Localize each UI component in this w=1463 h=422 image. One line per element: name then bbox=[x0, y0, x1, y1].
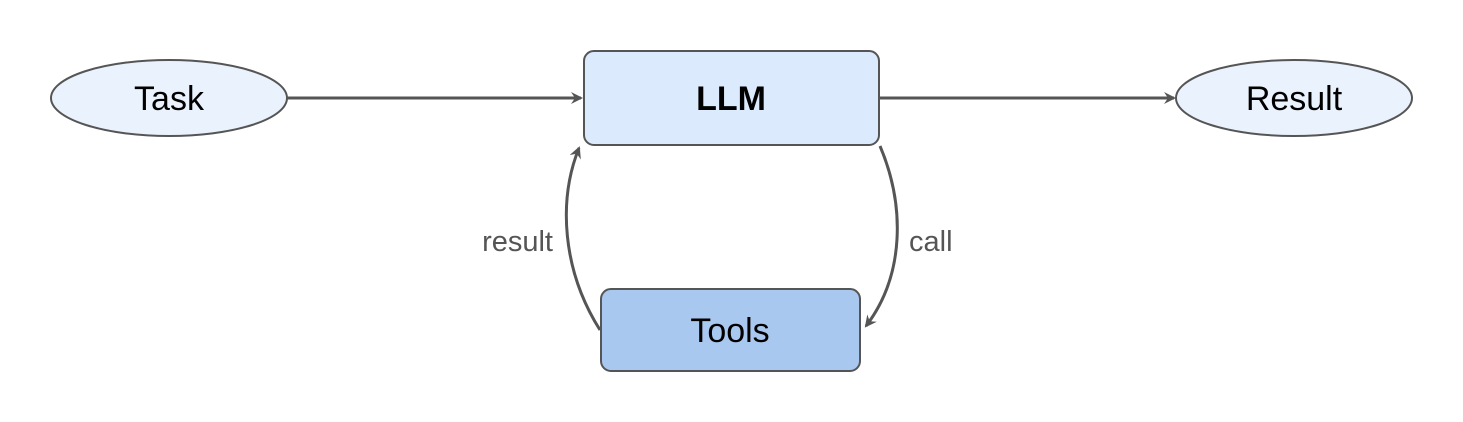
node-llm[interactable]: LLM bbox=[583, 50, 880, 146]
node-task-label: Task bbox=[134, 80, 205, 118]
node-tools[interactable]: Tools bbox=[600, 288, 861, 372]
node-result[interactable]: Result bbox=[1175, 59, 1413, 137]
edge-tools-to-llm bbox=[564, 146, 602, 331]
node-result-label: Result bbox=[1246, 80, 1343, 118]
edge-label-result: result bbox=[482, 226, 553, 258]
node-llm-label: LLM bbox=[696, 80, 766, 118]
node-task[interactable]: Task bbox=[50, 59, 288, 137]
node-llm-shape bbox=[583, 50, 880, 146]
node-result-shape bbox=[1175, 59, 1413, 137]
edge-label-call: call bbox=[909, 226, 953, 258]
edge-llm-to-tools bbox=[864, 145, 899, 328]
node-tools-label: Tools bbox=[690, 312, 769, 350]
node-tools-shape bbox=[600, 288, 861, 372]
node-task-shape bbox=[50, 59, 288, 137]
